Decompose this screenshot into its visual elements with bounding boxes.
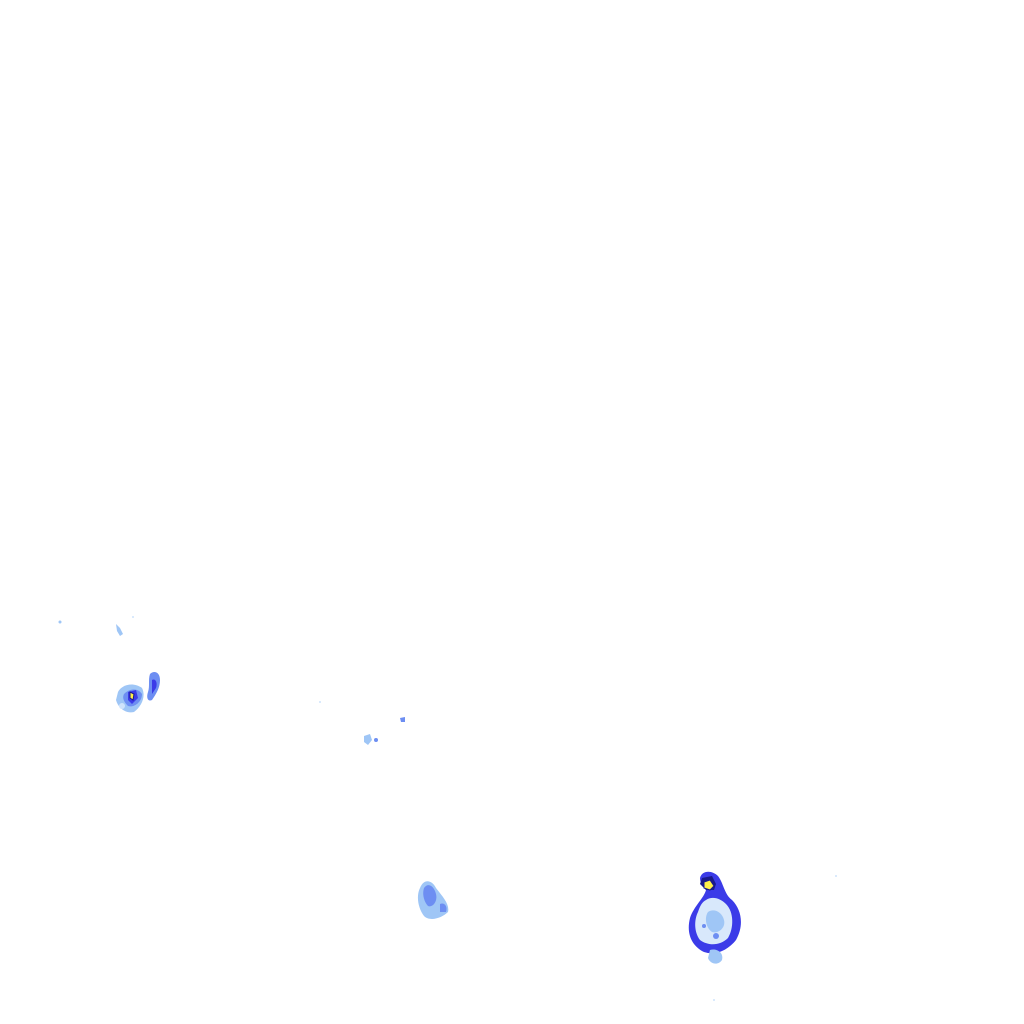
echo-central-small bbox=[319, 701, 405, 745]
echo-far-west-specks bbox=[58, 616, 134, 636]
echo-southeast-cell bbox=[688, 871, 837, 1001]
echo-west-cluster bbox=[116, 672, 160, 713]
echo-south-central bbox=[417, 881, 449, 919]
